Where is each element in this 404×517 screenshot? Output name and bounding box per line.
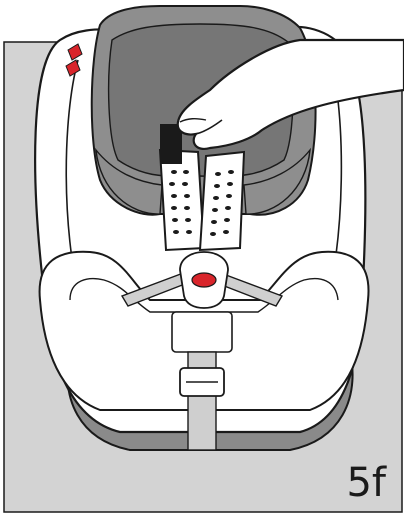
left-shoulder-pad <box>160 150 204 250</box>
right-shoulder-pad <box>200 152 244 250</box>
crotch-strap <box>188 352 216 450</box>
crotch-pad <box>172 312 232 352</box>
buckle-red-button <box>192 273 216 287</box>
step-label: 5f <box>346 463 386 503</box>
